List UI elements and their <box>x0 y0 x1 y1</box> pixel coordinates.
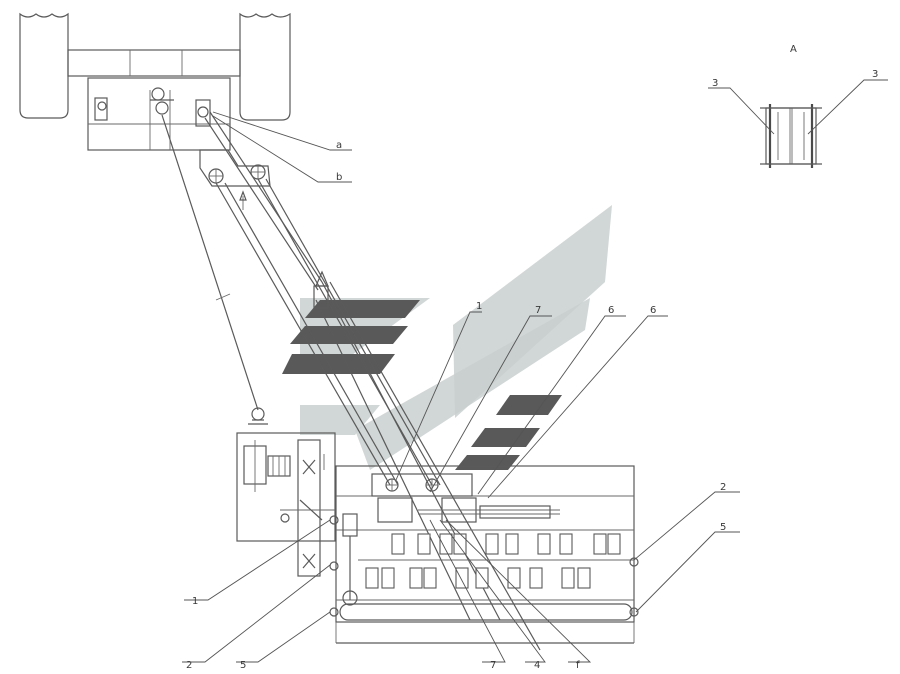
upper-roller-row <box>391 533 621 555</box>
callout-bottom-4: 4 <box>534 660 540 671</box>
callout-bottom-5: 5 <box>240 660 246 671</box>
callout-bottom-2: 2 <box>186 660 192 671</box>
callout-right-2: 2 <box>720 482 726 493</box>
callout-right-5: 5 <box>720 522 726 533</box>
callout-detail-right: 3 <box>872 69 878 80</box>
lower-roller-row <box>365 567 591 589</box>
tractor-frame <box>19 12 291 210</box>
callout-mid-7: 7 <box>535 305 541 316</box>
callout-mid-1: 1 <box>476 301 482 312</box>
detail-view-label: A <box>790 44 797 55</box>
callout-bottom-1: 1 <box>192 596 198 607</box>
callout-leaders <box>182 79 888 663</box>
callout-labels: A a b 3 3 1 7 6 6 2 5 1 2 5 7 4 f <box>186 44 878 671</box>
callout-bottom-7: 7 <box>490 660 496 671</box>
callout-detail-left: 3 <box>712 78 718 89</box>
detail-view-a <box>760 104 822 168</box>
callout-mid-6a: 6 <box>608 305 614 316</box>
callout-upper-b: b <box>336 172 342 183</box>
machine-frame <box>329 465 639 644</box>
drive-unit <box>236 407 339 577</box>
callout-upper-a: a <box>336 140 342 151</box>
callout-bottom-f: f <box>576 660 580 671</box>
callout-mid-6b: 6 <box>650 305 656 316</box>
